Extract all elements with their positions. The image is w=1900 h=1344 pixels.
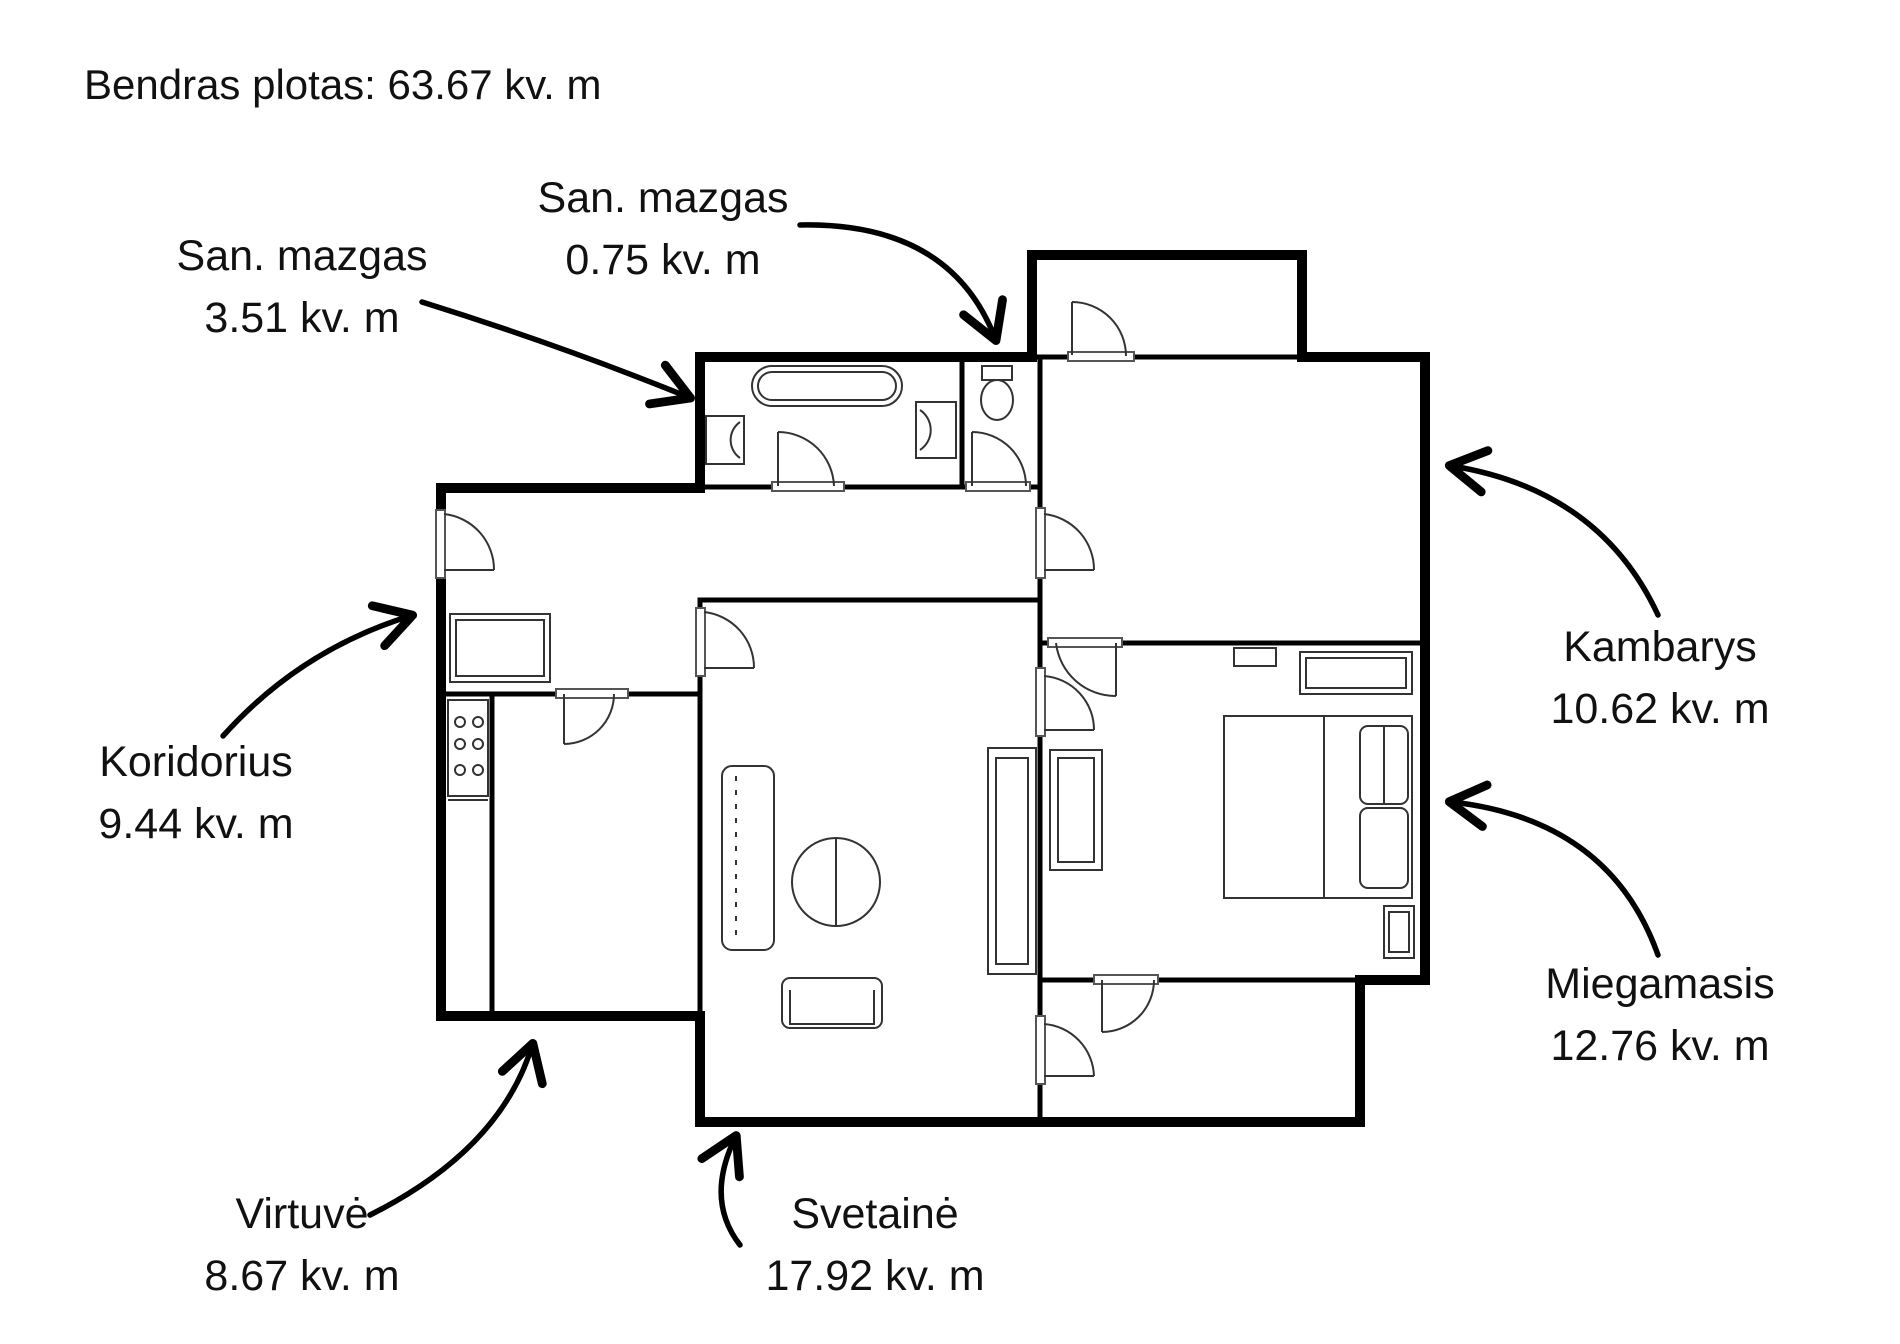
arrow-bath-large: [419, 299, 695, 409]
room-area: 0.75 kv. m: [565, 236, 761, 284]
sink-icon: [705, 415, 745, 465]
room-area: 8.67 kv. m: [204, 1252, 400, 1300]
room-area: 10.62 kv. m: [1550, 685, 1770, 733]
room-label-bath-large: San. mazgas 3.51 kv. m: [177, 225, 428, 349]
door-living: [695, 607, 756, 677]
room-label-room: Kambarys 10.62 kv. m: [1550, 616, 1769, 740]
room-area: 12.76 kv. m: [1550, 1022, 1770, 1070]
arrow-room: [1444, 446, 1661, 618]
room-label-bedroom: Miegamasis 12.76 kv. m: [1545, 953, 1774, 1077]
armchair-icon: [781, 977, 883, 1029]
total-area-label: Bendras plotas: 63.67 kv. m: [84, 61, 602, 108]
furniture: [447, 365, 1415, 1029]
door-entrance: [435, 509, 496, 579]
door-bath-large: [771, 431, 845, 492]
toilet-icon: [980, 365, 1014, 421]
arrow-kitchen: [367, 1038, 547, 1218]
door-storage-side: [1035, 1015, 1095, 1085]
door-storage-top: [1093, 974, 1159, 1033]
arrow-bath-small: [797, 222, 1007, 345]
room-label-corridor: Koridorius 9.44 kv. m: [98, 731, 293, 855]
desk-icon: [1049, 749, 1103, 871]
nightstand-icon: [1383, 905, 1415, 959]
bed-icon: [1223, 715, 1413, 899]
doors: [435, 301, 1159, 1085]
door-bath-small: [965, 431, 1031, 492]
annotation-arrows: [220, 222, 1661, 1248]
shoe-cabinet-icon: [449, 613, 551, 683]
room-area: 17.92 kv. m: [765, 1252, 985, 1300]
bathtub-icon: [751, 365, 903, 407]
room-name: Svetainė: [791, 1190, 959, 1238]
room-name: San. mazgas: [537, 174, 789, 222]
arrow-living: [697, 1131, 744, 1248]
door-bedroom-side: [1035, 667, 1096, 737]
room-label-bath-small: San. mazgas 0.75 kv. m: [538, 167, 789, 291]
stove-icon: [447, 699, 489, 801]
interior-walls: [443, 354, 1428, 1123]
arrow-bedroom: [1444, 780, 1661, 958]
room-name: Miegamasis: [1545, 960, 1775, 1008]
wall-outline-west: [436, 250, 1430, 1127]
tv-stand-icon: [987, 747, 1037, 975]
room-name: San. mazgas: [176, 232, 428, 280]
arrow-corridor: [220, 601, 418, 739]
room-area: 9.44 kv. m: [98, 800, 294, 848]
dresser-icon: [1299, 651, 1413, 695]
room-label-living: Svetainė 17.92 kv. m: [765, 1183, 984, 1307]
door-bedroom-top: [1047, 637, 1123, 698]
door-room: [1035, 507, 1096, 579]
room-area: 3.51 kv. m: [204, 294, 400, 342]
round-table-icon: [791, 837, 881, 927]
room-name: Virtuvė: [235, 1190, 369, 1238]
sofa-icon: [721, 765, 775, 951]
washbasin-icon: [915, 401, 957, 459]
room-label-kitchen: Virtuvė 8.67 kv. m: [204, 1183, 399, 1307]
door-balcony: [1067, 301, 1135, 362]
door-kitchen: [555, 688, 629, 745]
room-name: Koridorius: [99, 738, 293, 786]
exterior-walls: [436, 250, 1430, 1127]
shelf-icon: [1233, 647, 1277, 667]
room-name: Kambarys: [1563, 623, 1757, 671]
